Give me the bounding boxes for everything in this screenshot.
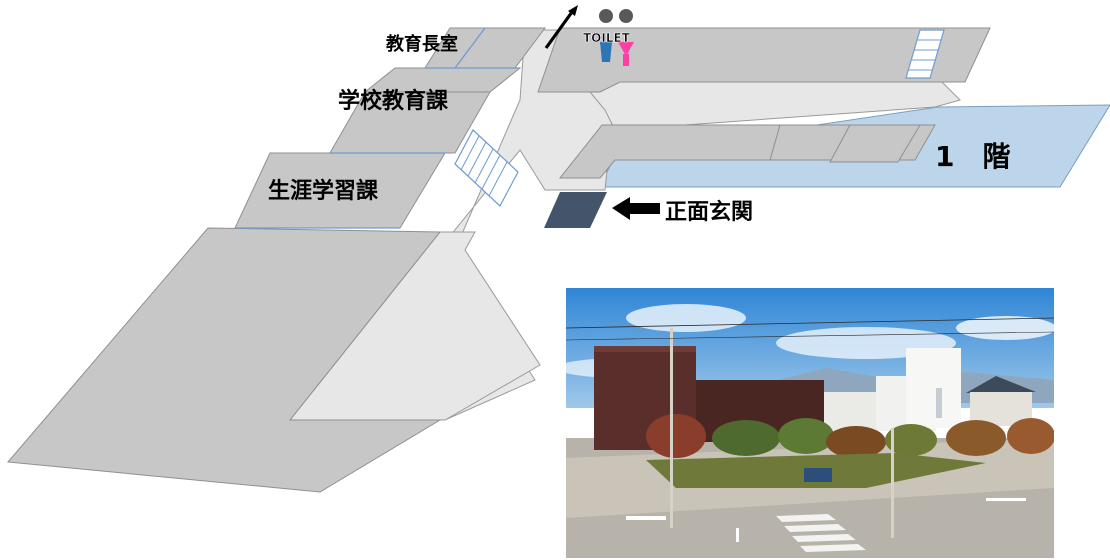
- label-school-education: 学校教育課: [338, 88, 449, 114]
- label-main-entrance: 正面玄関: [665, 199, 753, 225]
- entrance-mat: [544, 192, 607, 228]
- building-exterior-photo: [566, 288, 1054, 558]
- room-east-small: [829, 124, 921, 163]
- label-lifelong-learning: 生涯学習課: [268, 178, 379, 204]
- label-floor: 1 階: [935, 140, 1010, 173]
- building-photo: [566, 288, 1054, 558]
- stairs-icon: [454, 129, 519, 207]
- room-school-education: [329, 91, 491, 154]
- stairs-icon: [905, 29, 945, 79]
- partition-line: [454, 27, 486, 69]
- label-superintendent-office: 教育長室: [386, 33, 458, 55]
- room-toilet-block: [537, 27, 991, 93]
- toilet-label: TOILET: [583, 31, 631, 45]
- arrow-left-icon: [612, 197, 660, 220]
- toilet-icon: [599, 9, 634, 66]
- room-large-west: [6, 227, 442, 493]
- arrow-up-right-icon: [544, 5, 578, 49]
